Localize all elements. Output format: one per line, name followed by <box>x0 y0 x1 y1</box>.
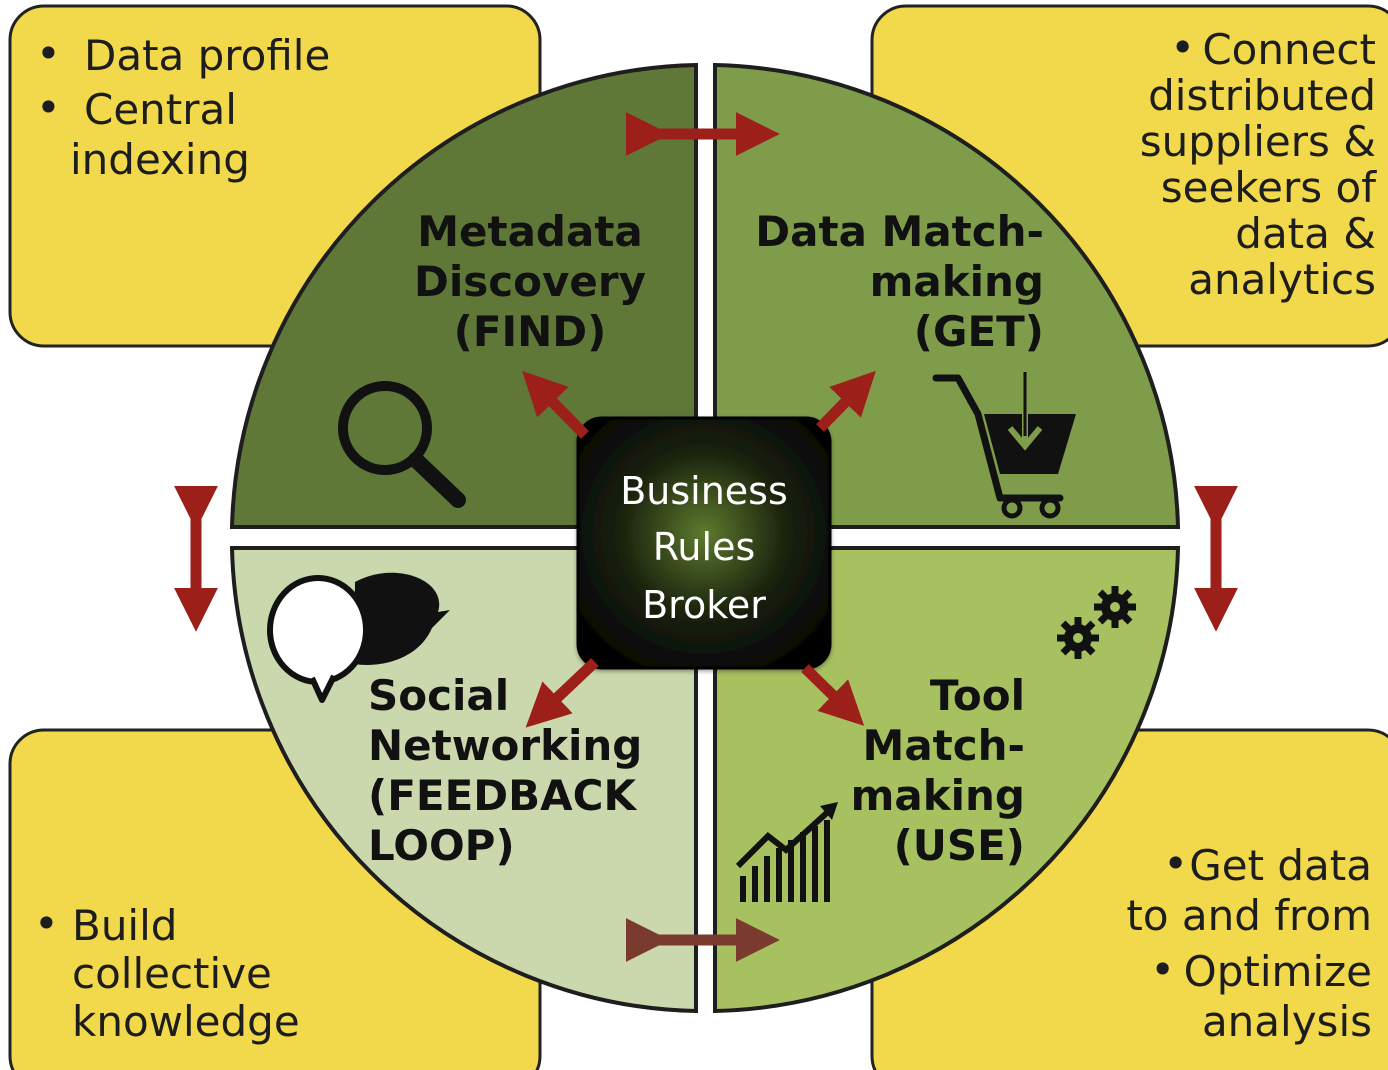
title-line: Social <box>368 671 509 720</box>
quadrant-title-feedback: Social Networking (FEEDBACK LOOP) <box>368 671 642 870</box>
quadrant-use <box>713 546 1181 1014</box>
quadrant-title-use: Tool Match- making (USE) <box>851 671 1025 870</box>
corner-line: Connect <box>1202 25 1376 74</box>
title-line: (FIND) <box>454 307 607 356</box>
corner-line: Data profile <box>84 31 330 80</box>
corner-text-top-right: • Connect distributed suppliers & seeker… <box>1140 23 1377 304</box>
title-line: Tool <box>930 671 1025 720</box>
corner-text-bottom-right: • Get data to and from • Optimize analys… <box>1126 839 1372 1046</box>
title-line: (FEEDBACK <box>368 771 637 820</box>
bullet-dot: • <box>36 83 61 132</box>
title-line: (GET) <box>914 307 1044 356</box>
title-line: LOOP) <box>368 821 515 870</box>
corner-line: Optimize <box>1184 947 1372 996</box>
shopping-cart-icon <box>932 372 1076 519</box>
bullet-dot: • <box>1163 839 1188 888</box>
corner-line: Central <box>84 85 237 134</box>
corner-line: seekers of <box>1161 163 1377 212</box>
corner-line: Get data <box>1189 841 1372 890</box>
center-line: Rules <box>653 525 756 569</box>
center-line: Broker <box>642 583 766 627</box>
title-line: making <box>870 257 1044 306</box>
corner-line: collective <box>72 949 272 998</box>
title-line: (USE) <box>894 821 1025 870</box>
quadrant-title-get: Data Match- making (GET) <box>755 207 1044 356</box>
arrow-to-use <box>801 664 865 726</box>
bullet-dot: • <box>34 899 59 948</box>
title-line: Metadata <box>417 207 643 256</box>
quadrant-title-find: Metadata Discovery (FIND) <box>414 207 646 356</box>
title-line: Data Match- <box>755 207 1044 256</box>
arrow-to-find <box>522 370 589 439</box>
center-broker-label: Business Rules Broker <box>620 469 788 627</box>
corner-line: Build <box>72 901 177 950</box>
speech-bubbles-icon <box>267 572 450 703</box>
title-line: Match- <box>863 721 1025 770</box>
corner-line: indexing <box>70 135 250 184</box>
growth-chart-icon <box>735 802 838 902</box>
arrow-to-feedback <box>525 658 599 728</box>
corner-line: analytics <box>1188 255 1376 304</box>
title-line: making <box>851 771 1025 820</box>
bullet-dot: • <box>1170 23 1195 72</box>
corner-line: to and from <box>1126 891 1372 940</box>
center-broker-box <box>576 416 832 670</box>
diagonal-arrows <box>522 370 876 728</box>
title-line: Networking <box>368 721 642 770</box>
corner-text-bottom-left: • Build collective knowledge <box>34 899 300 1046</box>
gears-icon <box>1057 586 1136 659</box>
center-line: Business <box>620 469 788 513</box>
title-line: Discovery <box>414 257 646 306</box>
arrow-to-get <box>816 370 876 432</box>
corner-text-top-left: • Data profile • Central indexing <box>36 29 330 184</box>
corner-line: data & <box>1235 209 1376 258</box>
bullet-dot: • <box>1150 945 1175 994</box>
bullet-dot: • <box>36 29 61 78</box>
corner-line: analysis <box>1202 997 1372 1046</box>
corner-line: suppliers & <box>1140 117 1376 166</box>
magnifier-icon <box>338 381 466 508</box>
corner-line: distributed <box>1148 71 1376 120</box>
corner-line: knowledge <box>72 997 300 1046</box>
